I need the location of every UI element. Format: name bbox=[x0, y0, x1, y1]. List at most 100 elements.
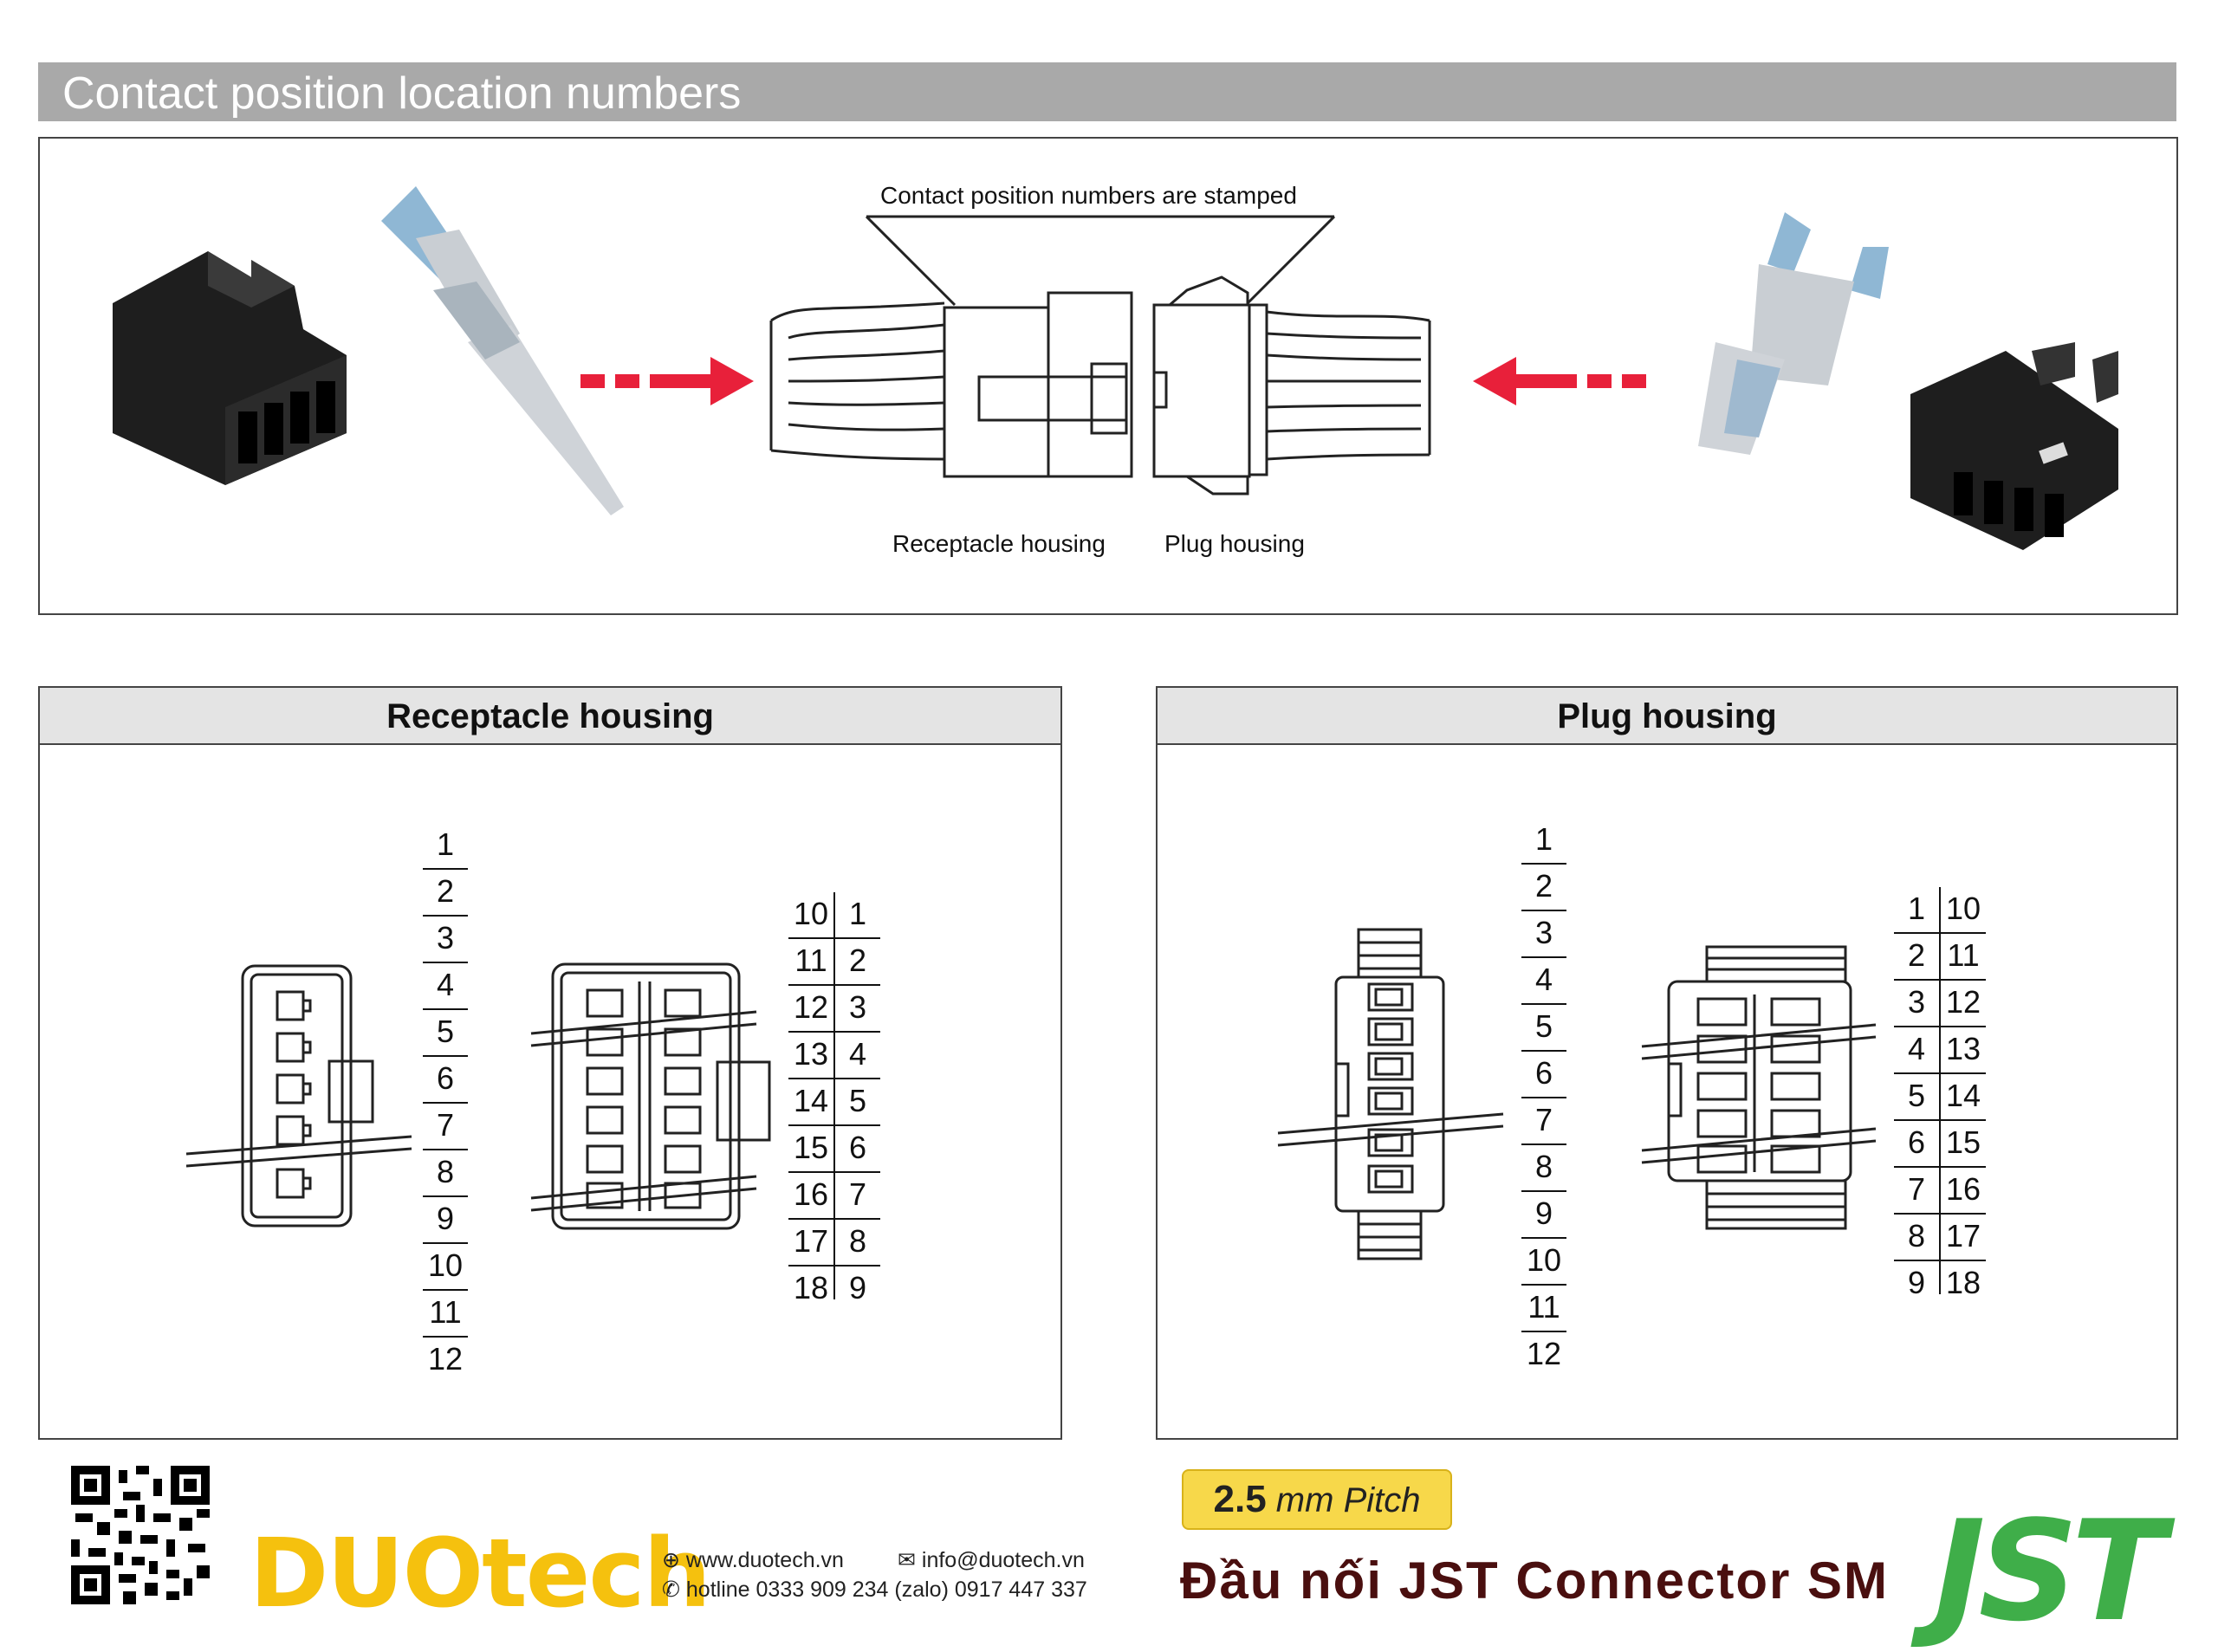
position-number: 9 bbox=[848, 1270, 867, 1305]
product-title: Đầu nối JST Connector SM bbox=[1180, 1552, 1890, 1610]
website-text: www.duotech.vn bbox=[685, 1548, 844, 1572]
position-number: 12 bbox=[1526, 1336, 1562, 1371]
section-title-bar: Contact position location numbers bbox=[38, 62, 2176, 121]
receptacle-housing-photo bbox=[113, 251, 347, 485]
hotline-info: ✆ hotline 0333 909 234 (zalo) 0917 447 3… bbox=[662, 1577, 1087, 1603]
plug-housing-photo bbox=[1910, 342, 2118, 550]
position-number: 5 bbox=[423, 1010, 468, 1057]
position-number: 10 bbox=[423, 1244, 468, 1291]
position-number: 9 bbox=[423, 1197, 468, 1244]
position-number: 18 bbox=[1945, 1265, 1981, 1300]
position-number: 11 bbox=[1521, 1286, 1566, 1332]
position-number: 6 bbox=[835, 1126, 880, 1173]
pitch-unit: mm bbox=[1275, 1481, 1334, 1519]
position-number: 4 bbox=[1894, 1027, 1939, 1074]
position-number: 8 bbox=[423, 1150, 468, 1197]
position-number: 9 bbox=[1907, 1265, 1926, 1300]
position-number: 18 bbox=[793, 1270, 829, 1305]
number-pair-row: 9 18 bbox=[1894, 1261, 1986, 1306]
position-number: 3 bbox=[1521, 911, 1566, 958]
plug-double-row-drawing bbox=[1641, 945, 1877, 1230]
mail-icon: ✉ bbox=[898, 1548, 916, 1572]
position-number: 6 bbox=[423, 1057, 468, 1104]
insert-arrow-right bbox=[580, 357, 754, 405]
stamped-callout-label: Contact position numbers are stamped bbox=[880, 182, 1297, 209]
plug-panel-title: Plug housing bbox=[1158, 688, 2176, 745]
position-number: 7 bbox=[1894, 1168, 1939, 1215]
globe-icon: ⊕ bbox=[662, 1548, 680, 1572]
position-number: 2 bbox=[423, 870, 468, 917]
plug-single-row-drawing bbox=[1277, 928, 1504, 1260]
website-link[interactable]: ⊕ www.duotech.vn bbox=[662, 1547, 844, 1573]
phone-icon: ✆ bbox=[662, 1577, 680, 1602]
position-number: 7 bbox=[1521, 1098, 1566, 1145]
position-number: 11 bbox=[788, 939, 833, 986]
position-number: 10 bbox=[788, 892, 833, 939]
position-number: 11 bbox=[423, 1291, 468, 1338]
position-number: 4 bbox=[835, 1033, 880, 1079]
position-number: 14 bbox=[1941, 1074, 1986, 1121]
position-number: 10 bbox=[1941, 887, 1986, 934]
position-number: 14 bbox=[788, 1079, 833, 1126]
pitch-badge: 2.5 mm Pitch bbox=[1182, 1469, 1452, 1530]
position-number: 12 bbox=[427, 1341, 464, 1377]
position-number: 13 bbox=[1941, 1027, 1986, 1074]
position-number: 2 bbox=[1894, 934, 1939, 981]
position-number: 4 bbox=[423, 963, 468, 1010]
plug-single-row-numbers: 1 2 3 4 5 6 7 8 9 10 11 12 bbox=[1521, 818, 1566, 1377]
position-number: 8 bbox=[835, 1220, 880, 1267]
plug-housing-label: Plug housing bbox=[1164, 530, 1305, 557]
plug-panel: Plug housing bbox=[1156, 686, 2178, 1440]
position-number: 17 bbox=[1941, 1215, 1986, 1261]
position-number: 7 bbox=[835, 1173, 880, 1220]
position-number: 1 bbox=[423, 823, 468, 870]
insert-arrow-left bbox=[1473, 357, 1646, 405]
position-number: 5 bbox=[1894, 1074, 1939, 1121]
position-number: 6 bbox=[1521, 1052, 1566, 1098]
email-text: info@duotech.vn bbox=[921, 1548, 1085, 1572]
email-link[interactable]: ✉ info@duotech.vn bbox=[898, 1547, 1085, 1573]
position-number: 2 bbox=[1521, 865, 1566, 911]
qr-code[interactable] bbox=[71, 1466, 210, 1604]
position-number: 15 bbox=[1941, 1121, 1986, 1168]
duotech-logo[interactable]: DUOtech bbox=[250, 1518, 711, 1629]
receptacle-housing-label: Receptacle housing bbox=[892, 530, 1106, 557]
position-number: 7 bbox=[423, 1104, 468, 1150]
position-number: 11 bbox=[1941, 934, 1986, 981]
position-number: 1 bbox=[1521, 818, 1566, 865]
receptacle-single-row-drawing bbox=[185, 964, 412, 1228]
position-number: 12 bbox=[1941, 981, 1986, 1027]
pitch-label: Pitch bbox=[1343, 1481, 1421, 1519]
position-number: 6 bbox=[1894, 1121, 1939, 1168]
pitch-value: 2.5 bbox=[1213, 1478, 1267, 1520]
position-number: 17 bbox=[788, 1220, 833, 1267]
receptacle-double-row-drawing bbox=[530, 962, 771, 1230]
position-number: 13 bbox=[788, 1033, 833, 1079]
number-pair-row: 18 9 bbox=[788, 1267, 880, 1312]
receptacle-single-row-numbers: 1 2 3 4 5 6 7 8 9 10 11 12 bbox=[423, 823, 468, 1383]
position-number: 3 bbox=[423, 917, 468, 963]
position-number: 9 bbox=[1521, 1192, 1566, 1239]
male-pin-contact-photo bbox=[381, 186, 624, 515]
position-number: 12 bbox=[788, 986, 833, 1033]
position-number: 5 bbox=[1521, 1005, 1566, 1052]
hotline-text: hotline 0333 909 234 (zalo) 0917 447 337 bbox=[685, 1577, 1087, 1602]
position-number: 3 bbox=[835, 986, 880, 1033]
section-title: Contact position location numbers bbox=[62, 68, 742, 119]
position-number: 8 bbox=[1894, 1215, 1939, 1261]
position-number: 1 bbox=[835, 892, 880, 939]
position-number: 10 bbox=[1521, 1239, 1566, 1286]
position-number: 16 bbox=[788, 1173, 833, 1220]
jst-logo: JST bbox=[1934, 1490, 2166, 1652]
position-number: 15 bbox=[788, 1126, 833, 1173]
